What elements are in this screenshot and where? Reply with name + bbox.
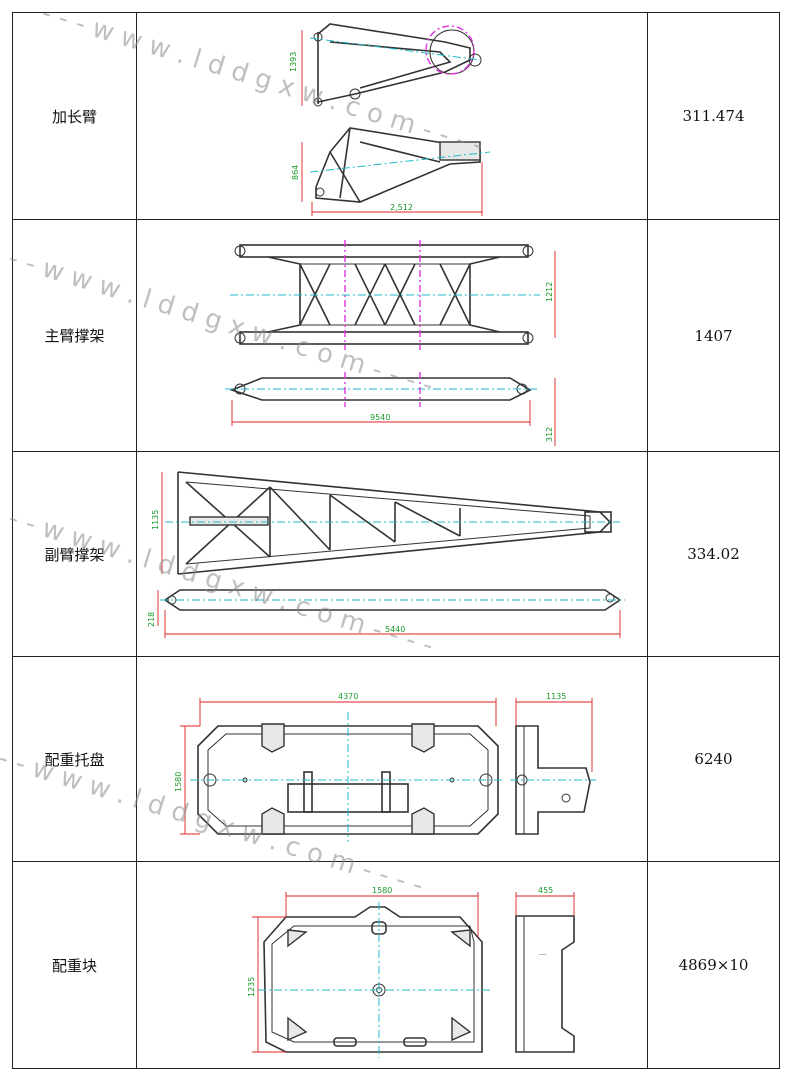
svg-text:ᛁ: ᛁ <box>538 952 547 957</box>
dim-label: 1235 <box>247 977 256 997</box>
dim-label: 4370 <box>338 692 358 701</box>
parts-table: 加长臂 1393 <box>12 12 780 1069</box>
counterweight-block-drawing: 1580 1235 ᛁ 455 <box>247 886 575 1058</box>
counterweight-tray-drawing: 4370 1580 1135 <box>174 692 596 842</box>
main-jib-frame-drawing: 1212 9540 312 <box>225 240 556 446</box>
part-name-cell: 配重块 <box>12 861 137 1069</box>
drawing-cell: 4370 1580 1135 <box>136 656 648 862</box>
part-weight-cell: 6240 <box>647 656 780 862</box>
dim-label: 455 <box>538 886 553 895</box>
dim-label: 1212 <box>545 282 554 302</box>
part-name-cell: 主臂撑架 <box>12 219 137 452</box>
part-weight-cell: 334.02 <box>647 451 780 657</box>
table-row: 主臂撑架 <box>12 219 780 452</box>
dim-label: 5440 <box>385 625 405 634</box>
table-row: 配重托盘 <box>12 656 780 862</box>
part-weight-cell: 1407 <box>647 219 780 452</box>
drawing-cell: 1212 9540 312 <box>136 219 648 452</box>
dim-label: 2,512 <box>390 203 413 212</box>
drawing-cell: 1580 1235 ᛁ 455 <box>136 861 648 1069</box>
part-weight-cell: 311.474 <box>647 12 780 220</box>
table-row: 副臂撑架 <box>12 451 780 657</box>
dim-label: 864 <box>291 165 300 180</box>
part-name-cell: 副臂撑架 <box>12 451 137 657</box>
dim-label: 1580 <box>372 886 392 895</box>
dim-label: 1580 <box>174 772 183 792</box>
auxiliary-jib-frame-drawing: 1135 5440 218 <box>147 471 625 638</box>
dim-label: 9540 <box>370 413 390 422</box>
dim-label: 1393 <box>289 52 298 72</box>
dim-label: 312 <box>545 427 554 442</box>
dim-label: 1135 <box>151 510 160 530</box>
part-weight-cell: 4869×10 <box>647 861 780 1069</box>
table-row: 加长臂 1393 <box>12 12 780 220</box>
extension-arm-drawing: 1393 864 2,512 <box>289 23 491 216</box>
drawing-cell: 1393 864 2,512 <box>136 12 648 220</box>
dim-label: 218 <box>147 612 156 627</box>
drawing-cell: 1135 5440 218 <box>136 451 648 657</box>
part-name-cell: 配重托盘 <box>12 656 137 862</box>
part-name-cell: 加长臂 <box>12 12 137 220</box>
dim-label: 1135 <box>546 692 566 701</box>
table-row: 配重块 <box>12 861 780 1069</box>
